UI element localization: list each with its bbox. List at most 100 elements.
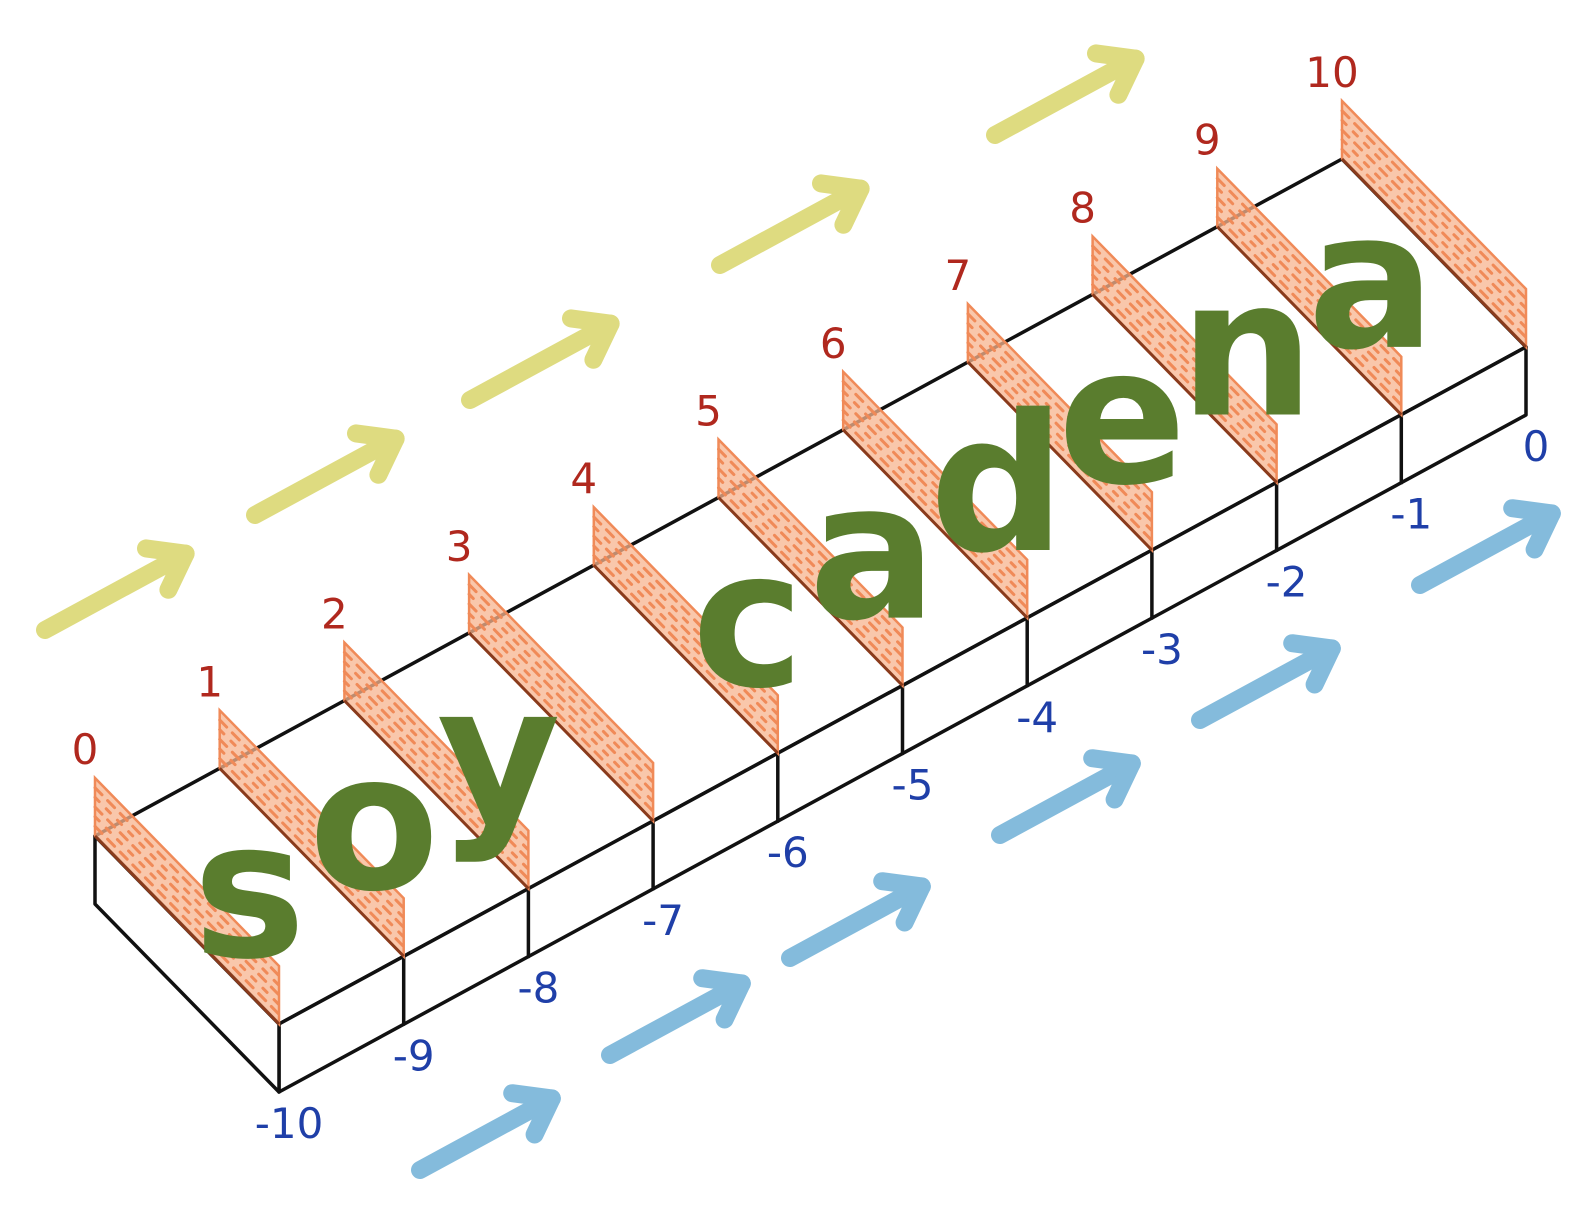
arrow-head bbox=[693, 969, 751, 1029]
string-letter: a bbox=[1308, 171, 1436, 392]
wall-brick-line bbox=[841, 399, 1029, 591]
wall-brick-line bbox=[717, 476, 904, 668]
negative-index-label: -6 bbox=[767, 828, 809, 877]
index-wall bbox=[218, 707, 406, 960]
wall-brick-line bbox=[467, 621, 655, 813]
positive-index-label: 8 bbox=[1069, 183, 1096, 232]
wall-brick-line bbox=[93, 805, 281, 997]
arrow-shaft bbox=[1411, 504, 1561, 594]
arrow-head bbox=[1283, 634, 1341, 694]
wall-brick-line bbox=[841, 389, 1029, 581]
index-wall bbox=[966, 301, 1154, 554]
wall-brick-line bbox=[1215, 176, 1403, 368]
index-wall bbox=[717, 436, 904, 689]
wall-brick-line bbox=[717, 467, 904, 658]
index-wall bbox=[1215, 165, 1403, 418]
wall-brick-line bbox=[966, 312, 1154, 504]
wall-brick-line bbox=[1091, 273, 1279, 465]
string-letter: d bbox=[930, 374, 1066, 595]
forward-arrow-icon bbox=[246, 424, 405, 524]
arrow-head bbox=[1083, 749, 1141, 809]
wall-brick-line bbox=[218, 747, 406, 939]
wall-brick-line bbox=[717, 486, 904, 678]
index-wall bbox=[592, 504, 780, 757]
string-letter: n bbox=[1179, 239, 1314, 460]
wall-brick-line bbox=[467, 592, 655, 784]
positive-index-label: 6 bbox=[820, 319, 847, 368]
index-wall bbox=[342, 639, 530, 892]
positive-index-label: 0 bbox=[72, 725, 99, 774]
negative-index-label: -2 bbox=[1266, 557, 1308, 606]
positive-index-label: 4 bbox=[570, 454, 597, 503]
string-letter: a bbox=[809, 442, 937, 663]
index-wall bbox=[841, 368, 1029, 621]
wall-base-line bbox=[343, 699, 530, 890]
negative-index-label: -1 bbox=[1390, 490, 1432, 539]
negative-index-label: -7 bbox=[642, 896, 684, 945]
wall-brick-line bbox=[342, 650, 530, 842]
negative-index-labels: -10-9-8-7-6-5-4-3-2-10 bbox=[255, 422, 1550, 1148]
arrow-head bbox=[347, 424, 405, 484]
wall-base-line bbox=[592, 564, 779, 755]
arrow-shaft bbox=[461, 314, 620, 409]
forward-arrow-icon bbox=[36, 539, 195, 639]
wall-brick-line bbox=[467, 602, 655, 794]
wall-brick-line bbox=[1091, 244, 1279, 436]
index-wall bbox=[467, 571, 655, 824]
negative-index-label: -10 bbox=[255, 1099, 324, 1148]
index-wall bbox=[1091, 233, 1279, 486]
wall-brick-line bbox=[841, 418, 1029, 610]
index-walls bbox=[93, 97, 1528, 1028]
arrow-head bbox=[812, 174, 870, 234]
wall-brick-line bbox=[966, 350, 1154, 542]
arrow-head bbox=[137, 539, 195, 599]
backward-arrow-icon bbox=[601, 969, 751, 1064]
wall-brick-line bbox=[592, 525, 780, 717]
wall-brick-line bbox=[218, 728, 406, 920]
arrow-shaft bbox=[36, 544, 195, 639]
arrow-shaft bbox=[991, 754, 1141, 844]
wall-brick-line bbox=[1215, 205, 1403, 397]
negative-index-label: 0 bbox=[1523, 422, 1550, 471]
string-letter: c bbox=[692, 509, 805, 730]
arrow-head bbox=[1087, 44, 1145, 104]
backward-arrow-icon bbox=[1411, 499, 1561, 594]
forward-arrow-icon bbox=[711, 174, 870, 274]
forward-arrow-row bbox=[36, 44, 1145, 639]
negative-index-label: -4 bbox=[1016, 693, 1058, 742]
wall-brick-line bbox=[1091, 254, 1279, 446]
wall-brick-line bbox=[342, 689, 530, 881]
negative-index-label: -3 bbox=[1141, 625, 1183, 674]
arrow-shaft bbox=[411, 1089, 561, 1179]
wall-brick-line bbox=[841, 408, 1029, 600]
arrow-head bbox=[1503, 499, 1561, 559]
wall-base-line bbox=[1216, 225, 1403, 416]
wall-brick-line bbox=[1215, 196, 1403, 388]
wall-brick-line bbox=[1340, 128, 1528, 320]
wall-brick-line bbox=[592, 534, 780, 726]
backward-arrow-row bbox=[411, 499, 1561, 1179]
positive-index-label: 1 bbox=[196, 657, 223, 706]
arrow-shaft bbox=[986, 49, 1145, 144]
string-letter: y bbox=[437, 645, 561, 866]
wall-brick-line bbox=[93, 815, 281, 1007]
arrow-head bbox=[503, 1084, 561, 1144]
backward-arrow-icon bbox=[411, 1084, 561, 1179]
wall-base-line bbox=[468, 631, 655, 822]
wall-brick-line bbox=[342, 660, 530, 852]
arrow-head bbox=[562, 309, 620, 369]
positive-index-label: 10 bbox=[1305, 48, 1358, 97]
string-letter: o bbox=[309, 712, 440, 933]
negative-index-label: -8 bbox=[517, 964, 559, 1013]
wall-base-line bbox=[842, 428, 1029, 619]
positive-index-label: 2 bbox=[321, 590, 348, 639]
positive-index-label: 9 bbox=[1194, 116, 1221, 165]
wall-brick-line bbox=[592, 515, 780, 707]
wall-brick-line bbox=[1340, 147, 1528, 339]
wall-brick-line bbox=[966, 321, 1154, 513]
forward-arrow-icon bbox=[461, 309, 620, 409]
positive-index-label: 5 bbox=[695, 387, 722, 436]
